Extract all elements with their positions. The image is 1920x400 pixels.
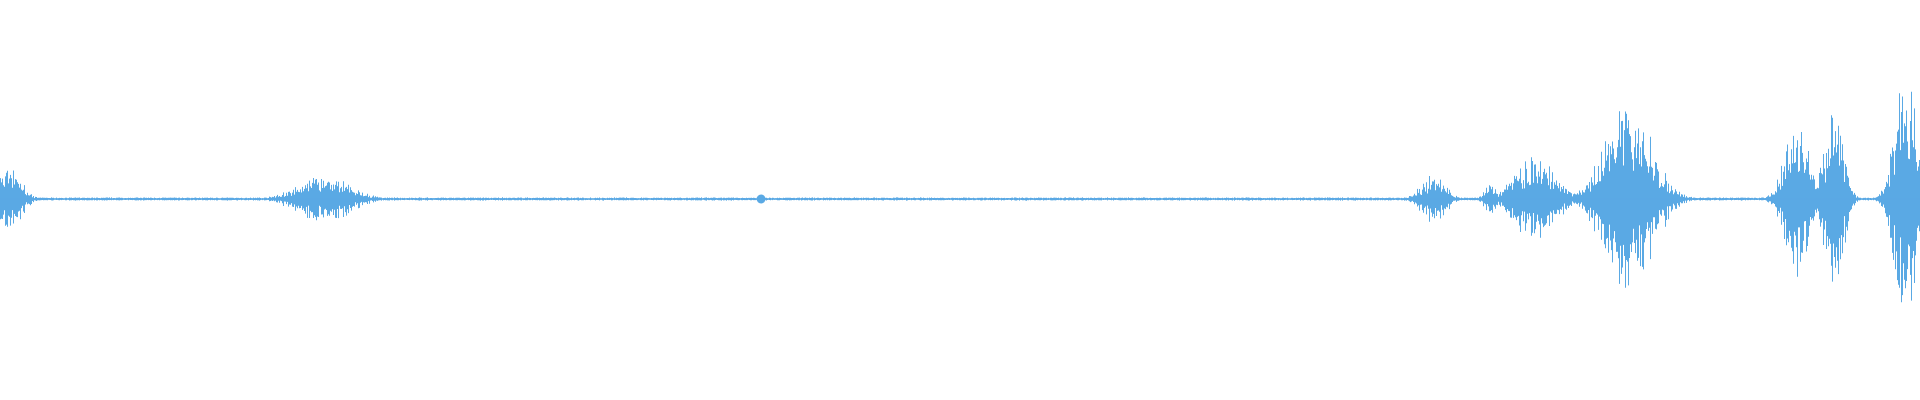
playhead-marker[interactable] bbox=[756, 194, 766, 204]
waveform-signal bbox=[0, 91, 1920, 303]
waveform-bars bbox=[0, 91, 1920, 303]
